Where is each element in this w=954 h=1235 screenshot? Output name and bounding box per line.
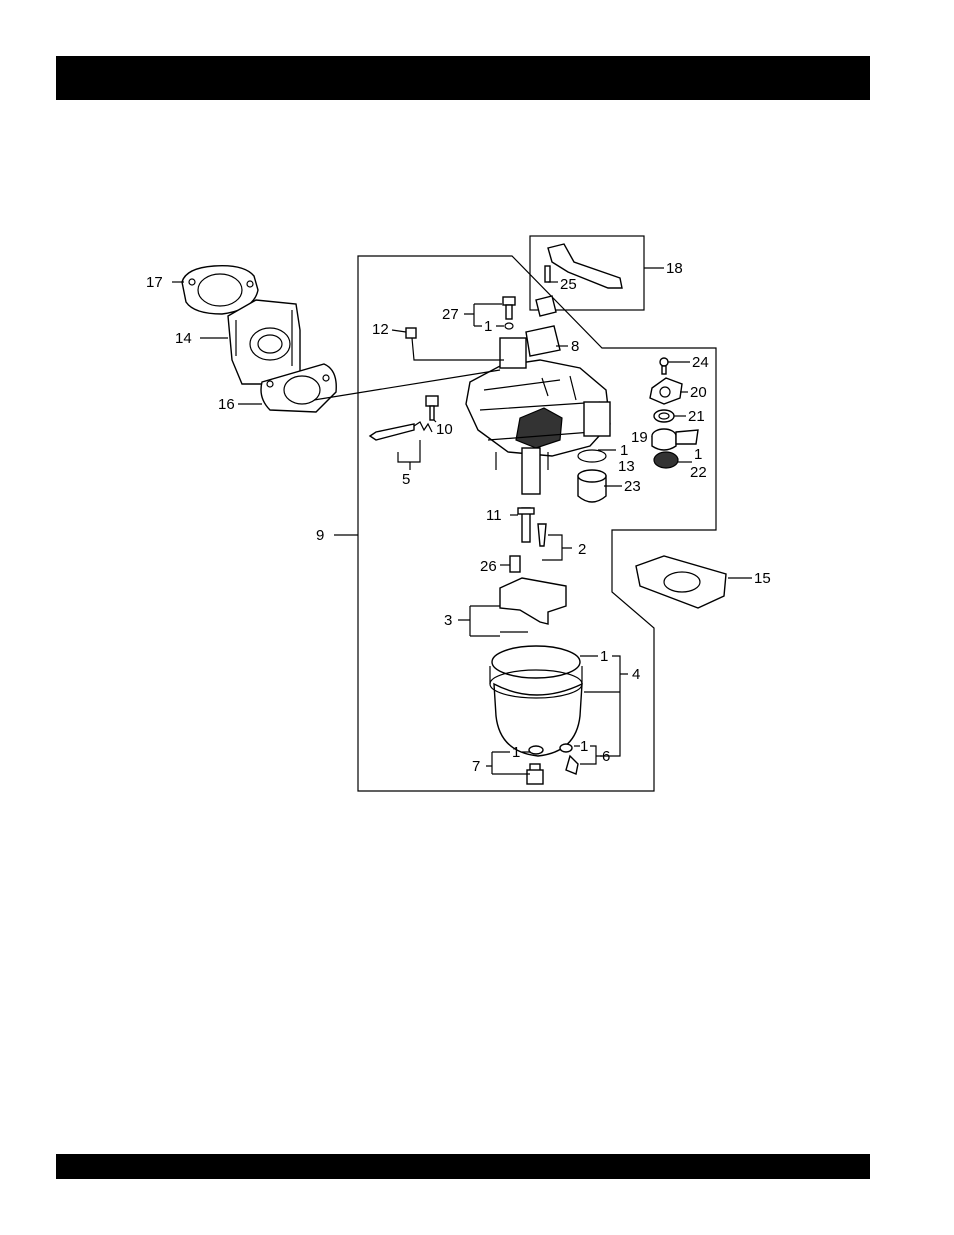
bolt-6 — [566, 756, 578, 774]
screw-24 — [660, 358, 668, 374]
filter-22 — [654, 452, 678, 468]
callout-1-chamber: 1 — [600, 648, 608, 665]
callout-17: 17 — [146, 274, 163, 291]
callout-24: 24 — [692, 354, 709, 371]
callout-13: 13 — [618, 458, 635, 475]
callout-5: 5 — [402, 471, 410, 488]
washer-6 — [560, 744, 572, 752]
footer-bar — [56, 1154, 870, 1179]
callout-6: 6 — [602, 748, 610, 765]
callout-8: 8 — [571, 338, 579, 355]
callout-14: 14 — [175, 330, 192, 347]
callout-22: 22 — [690, 464, 707, 481]
cover-20 — [650, 378, 682, 404]
callout-20: 20 — [690, 384, 707, 401]
valve-19 — [652, 429, 698, 450]
callout-26: 26 — [480, 558, 497, 575]
callout-3: 3 — [444, 612, 452, 629]
insulator-14 — [228, 300, 300, 384]
nozzle-11 — [518, 508, 534, 542]
callout-1-washer-7: 1 — [512, 744, 520, 761]
callout-9: 9 — [316, 527, 324, 544]
screw-10 — [426, 396, 438, 420]
callout-25: 25 — [560, 276, 577, 293]
callout-27: 27 — [442, 306, 459, 323]
callout-4: 4 — [632, 666, 640, 683]
callout-18: 18 — [666, 260, 683, 277]
callout-21: 21 — [688, 408, 705, 425]
screw-spring-5 — [370, 422, 432, 440]
o-ring-13 — [578, 450, 606, 462]
callout-19: 19 — [631, 429, 648, 446]
washer-7 — [529, 746, 543, 754]
gasket-15 — [636, 556, 726, 608]
callout-7: 7 — [472, 758, 480, 775]
callout-11: 11 — [486, 507, 502, 524]
callout-1-oring: 1 — [620, 442, 628, 459]
callout-10: 10 — [436, 421, 453, 438]
screw-27 — [503, 297, 515, 329]
needle-2 — [538, 524, 546, 546]
callout-16: 16 — [218, 396, 235, 413]
float-chamber-4 — [490, 646, 582, 756]
callout-1-filter: 1 — [694, 446, 702, 463]
callout-15: 15 — [754, 570, 771, 587]
ring-21 — [654, 410, 674, 422]
float-3 — [500, 578, 566, 632]
callout-23: 23 — [624, 478, 641, 495]
callout-1-washer-6: 1 — [580, 738, 588, 755]
jet-26 — [510, 556, 520, 572]
float-23 — [578, 470, 606, 502]
part-8 — [526, 296, 560, 356]
callout-2: 2 — [578, 541, 586, 558]
callout-1-screw: 1 — [484, 318, 492, 335]
callout-12: 12 — [372, 321, 389, 338]
